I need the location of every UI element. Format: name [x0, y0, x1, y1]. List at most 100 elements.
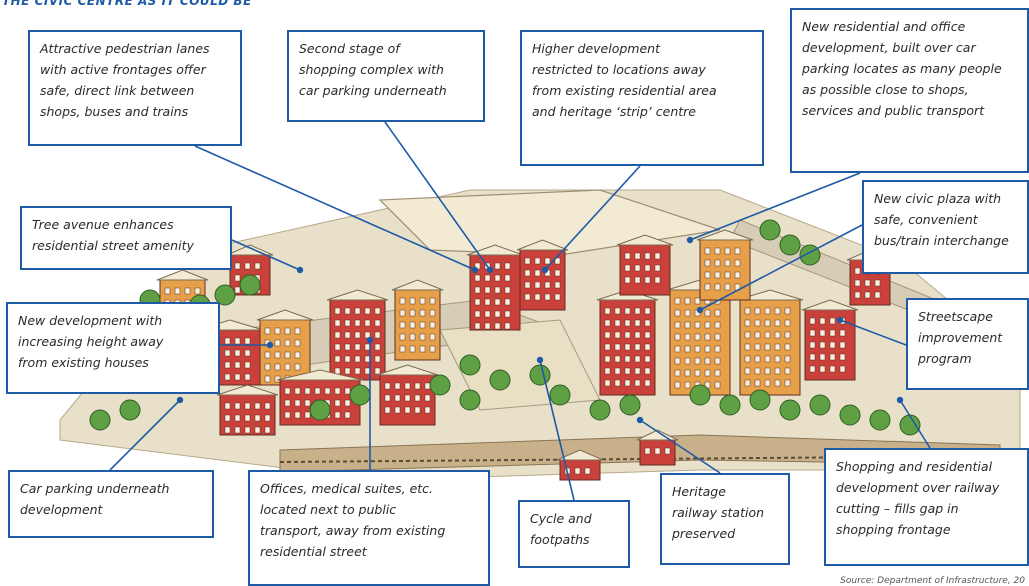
window: [534, 293, 541, 301]
window: [694, 345, 701, 353]
window: [354, 331, 361, 339]
window: [344, 399, 351, 407]
window: [774, 343, 781, 351]
window: [334, 387, 341, 395]
window: [694, 297, 701, 305]
window: [504, 322, 511, 330]
window: [334, 355, 341, 363]
building-roof: [616, 234, 674, 246]
window: [644, 264, 651, 272]
window: [284, 339, 291, 347]
window: [854, 291, 861, 299]
window: [829, 353, 836, 361]
window: [374, 355, 381, 363]
window: [624, 343, 631, 351]
window: [634, 276, 641, 284]
tree: [719, 394, 741, 416]
window: [634, 355, 641, 363]
window: [644, 307, 651, 315]
window: [854, 267, 861, 275]
window: [714, 333, 721, 341]
window: [734, 259, 741, 267]
leader-line: [231, 239, 301, 271]
window: [829, 317, 836, 325]
window: [764, 307, 771, 315]
window: [504, 274, 511, 282]
window: [764, 367, 771, 375]
window: [374, 367, 381, 375]
window: [684, 357, 691, 365]
callout-streetscape: Streetscape improvement program: [906, 298, 1029, 390]
window: [334, 399, 341, 407]
window: [829, 365, 836, 373]
window: [784, 307, 791, 315]
window: [409, 345, 416, 353]
window: [374, 307, 381, 315]
window: [474, 322, 481, 330]
window: [714, 247, 721, 255]
window: [294, 387, 301, 395]
page-heading: THE CIVIC CENTRE AS IT COULD BE: [2, 0, 252, 8]
window: [544, 293, 551, 301]
window: [554, 269, 561, 277]
window: [234, 349, 241, 357]
window: [624, 319, 631, 327]
tree: [899, 414, 921, 436]
building-roof: [696, 229, 754, 241]
window: [264, 327, 271, 335]
window: [614, 331, 621, 339]
window: [254, 414, 261, 422]
window: [724, 259, 731, 267]
window: [624, 367, 631, 375]
window: [644, 367, 651, 375]
window: [754, 379, 761, 387]
tree: [809, 394, 831, 416]
window: [634, 343, 641, 351]
window: [714, 369, 721, 377]
window: [684, 321, 691, 329]
window: [354, 319, 361, 327]
window: [604, 379, 611, 387]
window: [624, 355, 631, 363]
window: [284, 327, 291, 335]
tree: [619, 394, 641, 416]
window: [334, 307, 341, 315]
window: [644, 252, 651, 260]
window: [744, 379, 751, 387]
tree: [529, 364, 551, 386]
window: [484, 322, 491, 330]
window: [254, 262, 261, 270]
source-note: Source: Department of Infrastructure, 20: [840, 576, 1025, 586]
callout-higher-development: Higher development restricted to locatio…: [520, 30, 764, 166]
window: [694, 369, 701, 377]
window: [409, 297, 416, 305]
window: [614, 379, 621, 387]
tree: [869, 409, 891, 431]
window: [524, 257, 531, 265]
window: [344, 367, 351, 375]
window: [394, 394, 401, 402]
window: [704, 283, 711, 291]
window: [684, 369, 691, 377]
leader-line: [109, 399, 181, 471]
window: [839, 329, 846, 337]
window: [714, 345, 721, 353]
callout-residential-office: New residential and office development, …: [790, 8, 1029, 173]
callout-civic-plaza: New civic plaza with safe, convenient bu…: [862, 180, 1029, 274]
window: [264, 351, 271, 359]
window: [399, 309, 406, 317]
tree: [89, 409, 111, 431]
window: [224, 426, 231, 434]
window: [284, 387, 291, 395]
window: [364, 319, 371, 327]
window: [234, 426, 241, 434]
window: [809, 365, 816, 373]
window: [754, 343, 761, 351]
window: [624, 264, 631, 272]
window: [614, 355, 621, 363]
window: [419, 333, 426, 341]
window: [419, 309, 426, 317]
building: [669, 289, 731, 396]
window: [419, 321, 426, 329]
